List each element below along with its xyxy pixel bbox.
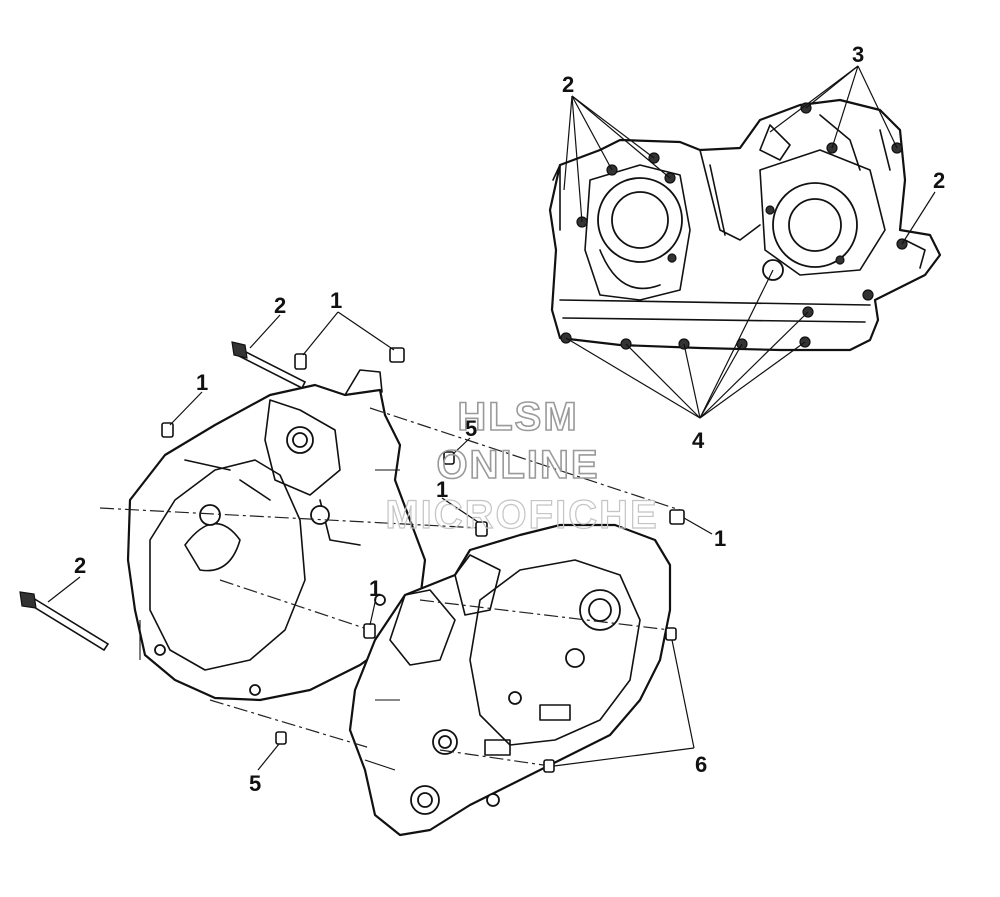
left-crankcase-half [126, 369, 427, 702]
callout-2-top: 2 [562, 72, 574, 97]
watermark-line-1: HLSM [457, 395, 578, 439]
right-crankcase-half [348, 523, 672, 837]
callout-2-lower-bolt: 2 [74, 553, 86, 578]
callout-1-lower: 1 [369, 576, 381, 601]
leader-lines [47, 65, 936, 771]
watermark-line-2: ONLINE [436, 443, 599, 487]
callout-labels: 1 1 1 1 1 2 2 2 2 3 4 5 5 6 [74, 42, 945, 796]
long-bolt-upper [231, 341, 307, 390]
alignment-lines [99, 407, 681, 767]
watermark: HLSM ONLINE MICROFICHE [385, 394, 658, 537]
dowel-pins [161, 347, 685, 639]
callout-3: 3 [852, 42, 864, 67]
callout-5-center: 5 [465, 416, 477, 441]
callout-4: 4 [692, 428, 705, 453]
callout-1-right: 1 [714, 526, 726, 551]
callout-1-left: 1 [196, 370, 208, 395]
assembled-crankcase [548, 98, 942, 352]
callout-1-center: 1 [436, 477, 448, 502]
callout-6: 6 [695, 752, 707, 777]
watermark-line-3: MICROFICHE [385, 493, 658, 537]
long-bolt-lower [19, 591, 110, 652]
callout-1-top: 1 [330, 288, 342, 313]
callout-2-right: 2 [933, 168, 945, 193]
callout-2-upper-bolt: 2 [274, 293, 286, 318]
callout-5-lower: 5 [249, 771, 261, 796]
